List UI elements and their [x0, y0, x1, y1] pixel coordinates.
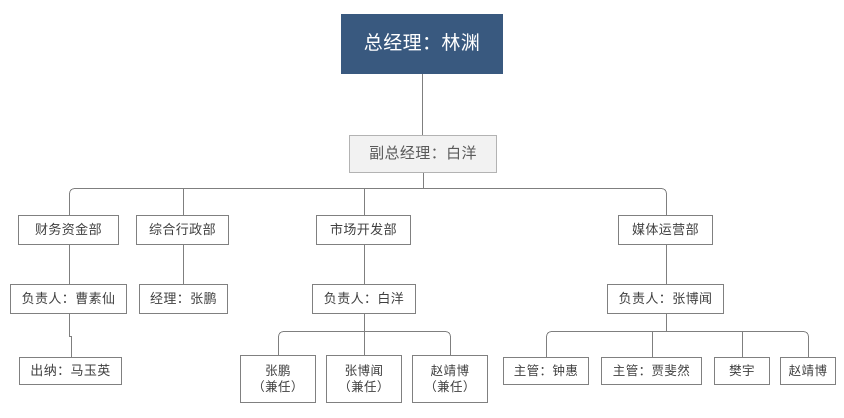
org-node-lead-market[interactable]: 负责人：白洋: [312, 284, 416, 314]
org-node-staff-media-2[interactable]: 主管：贾斐然: [601, 357, 702, 385]
org-node-dept-market[interactable]: 市场开发部: [316, 215, 411, 245]
connector-lead-media-staff-media-1: [546, 331, 553, 357]
org-node-staff-market-1[interactable]: 张鹏 （兼任）: [240, 355, 316, 403]
org-node-staff-market-3[interactable]: 赵靖博 （兼任）: [412, 355, 488, 403]
org-node-deputy[interactable]: 副总经理：白洋: [349, 135, 497, 173]
connector-lead-media-staff-media-4: [802, 331, 809, 357]
org-node-lead-admin[interactable]: 经理：张鹏: [139, 284, 228, 314]
org-node-root[interactable]: 总经理：林渊: [341, 14, 503, 74]
org-node-staff-media-1[interactable]: 主管：钟惠: [503, 357, 589, 385]
connector-lead-market-staff-market-3: [444, 331, 451, 355]
connector-deputy-dept-media: [660, 188, 667, 215]
org-node-lead-media[interactable]: 负责人：张博闻: [607, 284, 724, 314]
org-node-staff-market-2[interactable]: 张博闻 （兼任）: [326, 355, 402, 403]
org-node-dept-media[interactable]: 媒体运营部: [618, 215, 713, 245]
connector-deputy-dept-finance: [69, 188, 76, 215]
org-node-staff-cashier[interactable]: 出纳：马玉英: [19, 357, 122, 385]
org-node-dept-admin[interactable]: 综合行政部: [136, 215, 229, 245]
connector-lead-finance-staff-cashier: [69, 314, 72, 357]
org-node-lead-finance[interactable]: 负责人：曹素仙: [10, 284, 127, 314]
org-node-staff-media-3[interactable]: 樊宇: [714, 357, 770, 385]
connector-lead-market-staff-market-1: [278, 331, 285, 355]
org-node-dept-finance[interactable]: 财务资金部: [18, 215, 119, 245]
org-node-staff-media-4[interactable]: 赵靖博: [780, 357, 836, 385]
